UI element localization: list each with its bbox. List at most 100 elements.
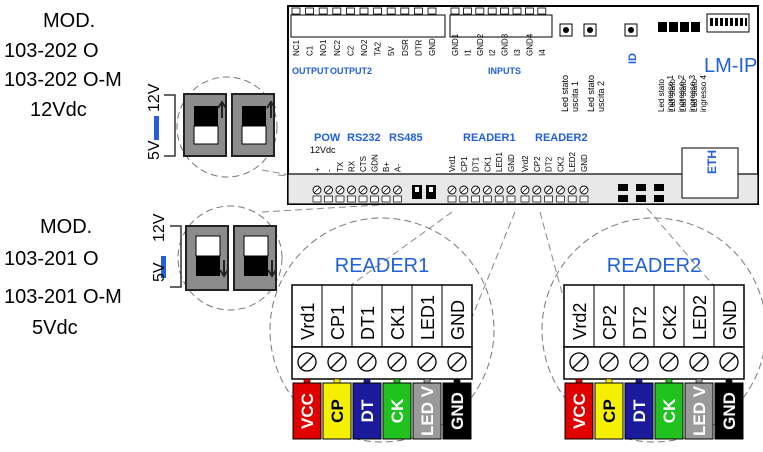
eth-label: ETH (705, 150, 719, 174)
top-terminal-label: I3 (513, 49, 522, 56)
top-terminal-label: NO1 (319, 39, 328, 56)
board-terminal-label: CP2 (533, 156, 542, 172)
top-terminal-label: GND4 (525, 33, 534, 56)
reader2-terminal-label: CK2 (660, 305, 680, 340)
reader2-wire (684, 382, 714, 440)
label-rs232: RS232 (347, 132, 381, 144)
model-bottom-line2: 103-201 O (4, 248, 99, 270)
jumper-scale-top: 12V 5V (146, 83, 176, 160)
led-ingresso-4-label: Led statoingresso 4 (690, 75, 708, 112)
label-12v-bottom: 12V (151, 213, 168, 242)
board-terminal-label: GND (580, 154, 589, 172)
reader1-wire (352, 382, 382, 440)
board-terminal-label: B+ (382, 162, 391, 172)
jumper-detail-5v (177, 205, 283, 311)
reader1-wire (412, 382, 442, 440)
label-output: OUTPUT (292, 66, 330, 76)
reader2-wire (564, 382, 594, 440)
board-terminal-label: Vrd1 (448, 155, 457, 172)
reader2-terminal-label: DT2 (630, 306, 650, 340)
reader2-wire (654, 382, 684, 440)
label-reader1: READER1 (463, 132, 516, 144)
board-terminal-label: A- (394, 164, 403, 172)
reader2-terminal-label: GND (720, 300, 740, 340)
reader2-wire-label: VCC (570, 393, 589, 429)
reader2-wire (714, 382, 744, 440)
board-terminal-label: LED1 (495, 151, 504, 172)
model-top-text: MOD. 103-202 O 103-202 O-M 12Vdc (4, 10, 122, 121)
board-terminal-label: DT1 (472, 156, 481, 172)
board-terminal-label: CTS (359, 156, 368, 172)
reader2-terminal-label: LED2 (690, 295, 710, 340)
model-bottom-voltage: 5Vdc (32, 317, 78, 339)
board-terminal-label: TX (336, 161, 345, 172)
board-terminal-label: RX (348, 160, 357, 172)
reader1-wire-label: VCC (298, 393, 317, 429)
reader1-terminal-label: DT1 (358, 306, 378, 340)
reader2-terminal-label: Vrd2 (570, 303, 590, 340)
model-top-line1: MOD. (43, 10, 95, 32)
id-label: ID (627, 53, 639, 64)
model-top-line3: 103-202 O-M (4, 69, 122, 91)
reader1-terminal-label: GND (448, 300, 468, 340)
board-terminal-label: DT2 (545, 156, 554, 172)
top-terminal-label: I4 (538, 49, 547, 56)
board-terminal-label: CK1 (483, 156, 492, 172)
board-chips (618, 184, 664, 202)
reader1-terminal-label: CP1 (328, 305, 348, 340)
reader2-wire (624, 382, 654, 440)
top-terminal-label: 5V (387, 46, 396, 56)
reader2-wire-label: LED V (690, 385, 709, 436)
board-terminal-label: CK2 (556, 156, 565, 172)
label-vdc: 12Vdc (310, 145, 336, 155)
board-terminal-label: Vrd2 (521, 155, 530, 172)
led-ingresso-1-label: Led statoingresso 1 (657, 75, 675, 112)
reader1-wire-label: GND (448, 392, 467, 430)
board-terminal-label: CP1 (460, 156, 469, 172)
reader2-wire (594, 382, 624, 440)
dip-switch (710, 18, 747, 26)
top-terminal-label: DTR (414, 39, 423, 56)
reader1-wire-label: CK (388, 398, 407, 423)
reader1-terminal-label: LED1 (418, 295, 438, 340)
board-terminal-label: LED2 (568, 151, 577, 172)
bottom-terminal-screws (312, 185, 589, 203)
reader1-wire (292, 382, 322, 440)
board-terminal-label: GDN (371, 154, 380, 172)
model-top-voltage: 12Vdc (30, 99, 87, 121)
top-terminal-label: GND2 (476, 33, 485, 56)
ingresso-leds (658, 22, 700, 32)
model-top-line2: 103-202 O (4, 40, 99, 62)
label-5v-bottom: 5V (151, 262, 168, 282)
top-terminal-label: GND (428, 38, 437, 56)
reader1-wire-label: CP (328, 399, 347, 423)
reader1-wire (382, 382, 412, 440)
top-terminal-label: I1 (463, 49, 472, 56)
reader1-wire (442, 382, 472, 440)
model-name: LM-IP (704, 55, 757, 77)
label-pow: POW (314, 132, 341, 144)
label-output2: OUTPUT2 (330, 66, 372, 76)
led-uscita-2-label: Led statouscita 2 (586, 75, 606, 112)
led-ingresso-2-label: Led statoingresso 2 (668, 75, 686, 112)
board-terminal-label: - (325, 169, 334, 172)
reader2-terminal-label: CP2 (600, 305, 620, 340)
top-terminal-label: I2 (488, 49, 497, 56)
label-reader2: READER2 (535, 132, 588, 144)
top-terminal-label: C2 (346, 45, 355, 56)
model-bottom-line1: MOD. (40, 216, 92, 238)
top-terminal-label: GND1 (451, 33, 460, 56)
top-terminal-label: C1 (306, 45, 315, 56)
label-rs485: RS485 (389, 132, 423, 144)
top-terminal-label: TA2 (374, 41, 383, 56)
led-ingresso-3-label: Led statoingresso 3 (679, 75, 697, 112)
reader1-terminal-label: CK1 (388, 305, 408, 340)
reader1-wire-label: DT (358, 399, 377, 422)
reader1-wire-label: LED V (418, 385, 437, 436)
